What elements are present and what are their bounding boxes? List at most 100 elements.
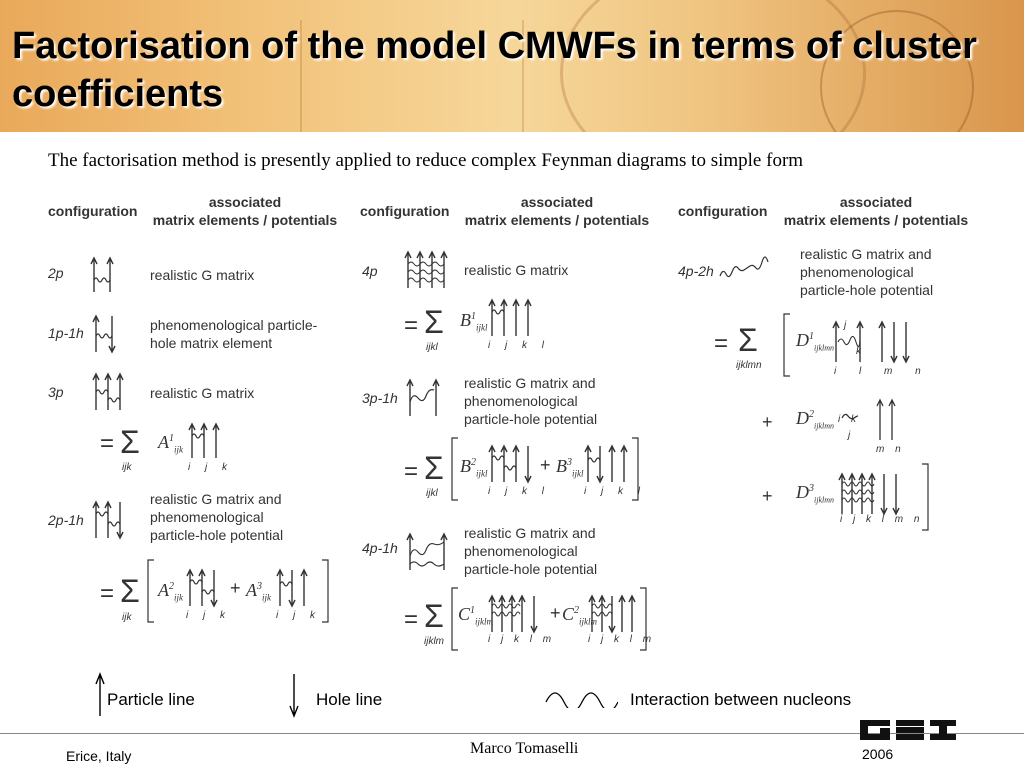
coef-sub: ijklm: [475, 616, 494, 627]
sum-index: ijkl: [426, 342, 438, 353]
diagram-index: k: [856, 346, 861, 357]
config-4p1h: 4p-1h: [362, 540, 398, 556]
coef-sub: ijk: [262, 592, 271, 603]
assoc-line: associated: [520, 194, 594, 210]
feynman-diagram-3p1h: [406, 378, 440, 416]
config-4p2h: 4p-2h: [678, 263, 714, 279]
diagram-indices: i j k l m n: [840, 514, 924, 525]
coef-letter: A: [158, 580, 169, 600]
coef-letter: B: [556, 456, 567, 476]
coefficient-A1: A1ijk: [158, 432, 183, 455]
coefficient-C2: C2ijklm: [562, 604, 597, 627]
interaction-wave-icon: [545, 692, 618, 708]
desc-line: realistic G matrix: [150, 267, 255, 283]
diagram-indices: i l m n: [834, 366, 931, 377]
coefficient-B1: B1ijkl: [460, 310, 488, 333]
feynman-diagram-3p: [92, 372, 124, 410]
sum-symbol: Σ: [424, 304, 444, 340]
assoc-line: matrix elements / potentials: [783, 212, 969, 228]
config-2p1h: 2p-1h: [48, 512, 84, 528]
col3-assoc-header: associated matrix elements / potentials: [780, 193, 972, 229]
assoc-line: associated: [208, 194, 282, 210]
desc-line: realistic G matrix and: [464, 525, 596, 541]
bracket-group: [451, 437, 639, 501]
col2-config-header: configuration: [360, 203, 450, 219]
feynman-diagram-1p1h: [92, 314, 116, 354]
hole-line-arrow-icon: [289, 674, 299, 718]
desc-line: phenomenological: [800, 264, 914, 280]
feynman-diagram-C1: [488, 594, 538, 634]
coef-sup: 1: [809, 331, 814, 342]
diagram-indices: i j k l: [488, 340, 550, 351]
gsi-logo: [860, 720, 956, 740]
col3-config-header: configuration: [678, 203, 768, 219]
coefficient-A3: A3ijk: [246, 580, 271, 603]
coef-sup: 1: [470, 605, 476, 616]
assoc-line: associated: [839, 194, 913, 210]
coef-letter: D: [796, 408, 809, 428]
diagram-indices: i j k l m: [588, 634, 656, 645]
banner-decoration: [300, 20, 524, 132]
feynman-diagram-2p: [90, 256, 114, 292]
feynman-diagram-4p: [404, 250, 448, 288]
sum-symbol: Σ: [120, 573, 140, 609]
coefficient-C1: C1ijklm: [458, 604, 493, 627]
plus-sign: +: [762, 412, 773, 432]
config-2p: 2p: [48, 265, 64, 281]
desc-line: realistic G matrix and: [150, 491, 282, 507]
sum-index: ijk: [122, 462, 132, 473]
coef-letter: B: [460, 456, 471, 476]
coef-sup: 3: [567, 457, 572, 468]
footer-divider: [0, 733, 1024, 734]
diagram-indices: i j k: [188, 462, 233, 473]
desc-line: phenomenological: [464, 543, 578, 559]
particle-line-arrow-icon: [95, 672, 105, 716]
diagram-indices: i j k l: [584, 486, 646, 497]
col2-assoc-header: associated matrix elements / potentials: [462, 193, 652, 229]
plus-sign: +: [540, 455, 551, 475]
coefficient-D1: D1ijklmn: [796, 330, 834, 353]
col1-config-header: configuration: [48, 203, 138, 219]
sum-index: ijkl: [426, 488, 438, 499]
equals-sign: =: [404, 458, 419, 485]
coefficient-A2: A2ijk: [158, 580, 183, 603]
plus-sign: +: [230, 578, 241, 598]
diagram-indices: i j k l m: [488, 634, 556, 645]
coef-sub: ijkl: [476, 468, 488, 479]
coef-letter: B: [460, 310, 471, 330]
coef-sub: ijklm: [579, 616, 598, 627]
diagram-indices: m n: [876, 444, 905, 455]
bracket-group: [783, 313, 929, 531]
desc-line: realistic G matrix: [464, 262, 569, 278]
sum-index: ijk: [122, 612, 132, 623]
desc-4p2h: realistic G matrix and phenomenological …: [800, 245, 933, 299]
diagram-index: j: [844, 320, 847, 331]
coef-sup: 3: [809, 483, 814, 494]
feynman-diagram-4p1h: [406, 532, 448, 570]
desc-line: realistic G matrix and: [800, 246, 932, 262]
bracket-group: [147, 559, 329, 623]
config-1p1h: 1p-1h: [48, 325, 84, 341]
coef-letter: D: [796, 330, 809, 350]
sum-index: ijklmn: [736, 360, 762, 371]
feynman-diagram-C2: [588, 594, 636, 634]
equals-sign: =: [404, 606, 419, 633]
feynman-diagram-B1: [488, 298, 532, 336]
coef-sup: 2: [169, 581, 174, 592]
coefficient-B3: B3ijkl: [556, 456, 584, 479]
coefficient-B2: B2ijkl: [460, 456, 488, 479]
equals-sign: =: [404, 312, 419, 339]
coef-sup: 1: [471, 311, 476, 322]
config-3p1h: 3p-1h: [362, 390, 398, 406]
feynman-diagram-B2: [488, 444, 532, 484]
coefficient-D2: D2ijklmn: [796, 408, 834, 431]
coef-sub: ijklmn: [814, 343, 834, 353]
plus-sign: +: [762, 486, 773, 506]
coef-sub: ijk: [174, 444, 183, 455]
slide-subtitle: The factorisation method is presently ap…: [48, 150, 804, 171]
desc-3p1h: realistic G matrix and phenomenological …: [464, 374, 597, 428]
assoc-line: matrix elements / potentials: [464, 212, 650, 228]
feynman-diagram-D3: [838, 472, 900, 516]
desc-line: phenomenological: [150, 509, 264, 525]
config-3p: 3p: [48, 384, 64, 400]
